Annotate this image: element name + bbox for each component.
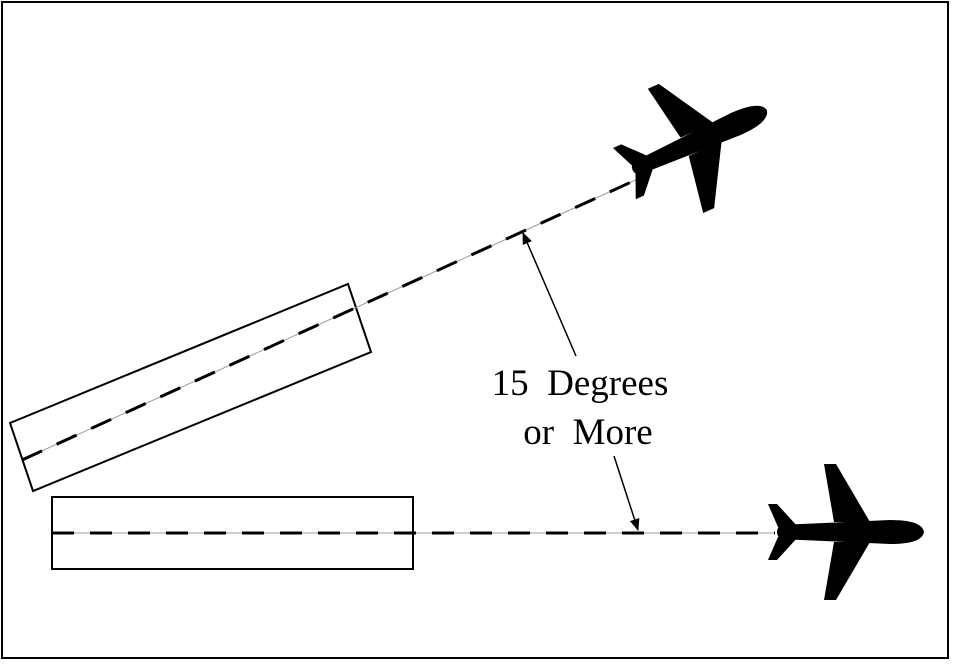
- arrow-to-straight-path: [613, 455, 640, 531]
- angled-centerline-thin: [21, 177, 641, 461]
- angled-runway: [8, 282, 373, 493]
- angle-label-line1: 15 Degrees: [492, 363, 669, 404]
- airplane-icon-angled: [596, 48, 795, 236]
- arrow-to-angled-path: [522, 232, 577, 357]
- airplane-icon-straight: [768, 464, 924, 600]
- angle-label-line2: or More: [523, 412, 652, 453]
